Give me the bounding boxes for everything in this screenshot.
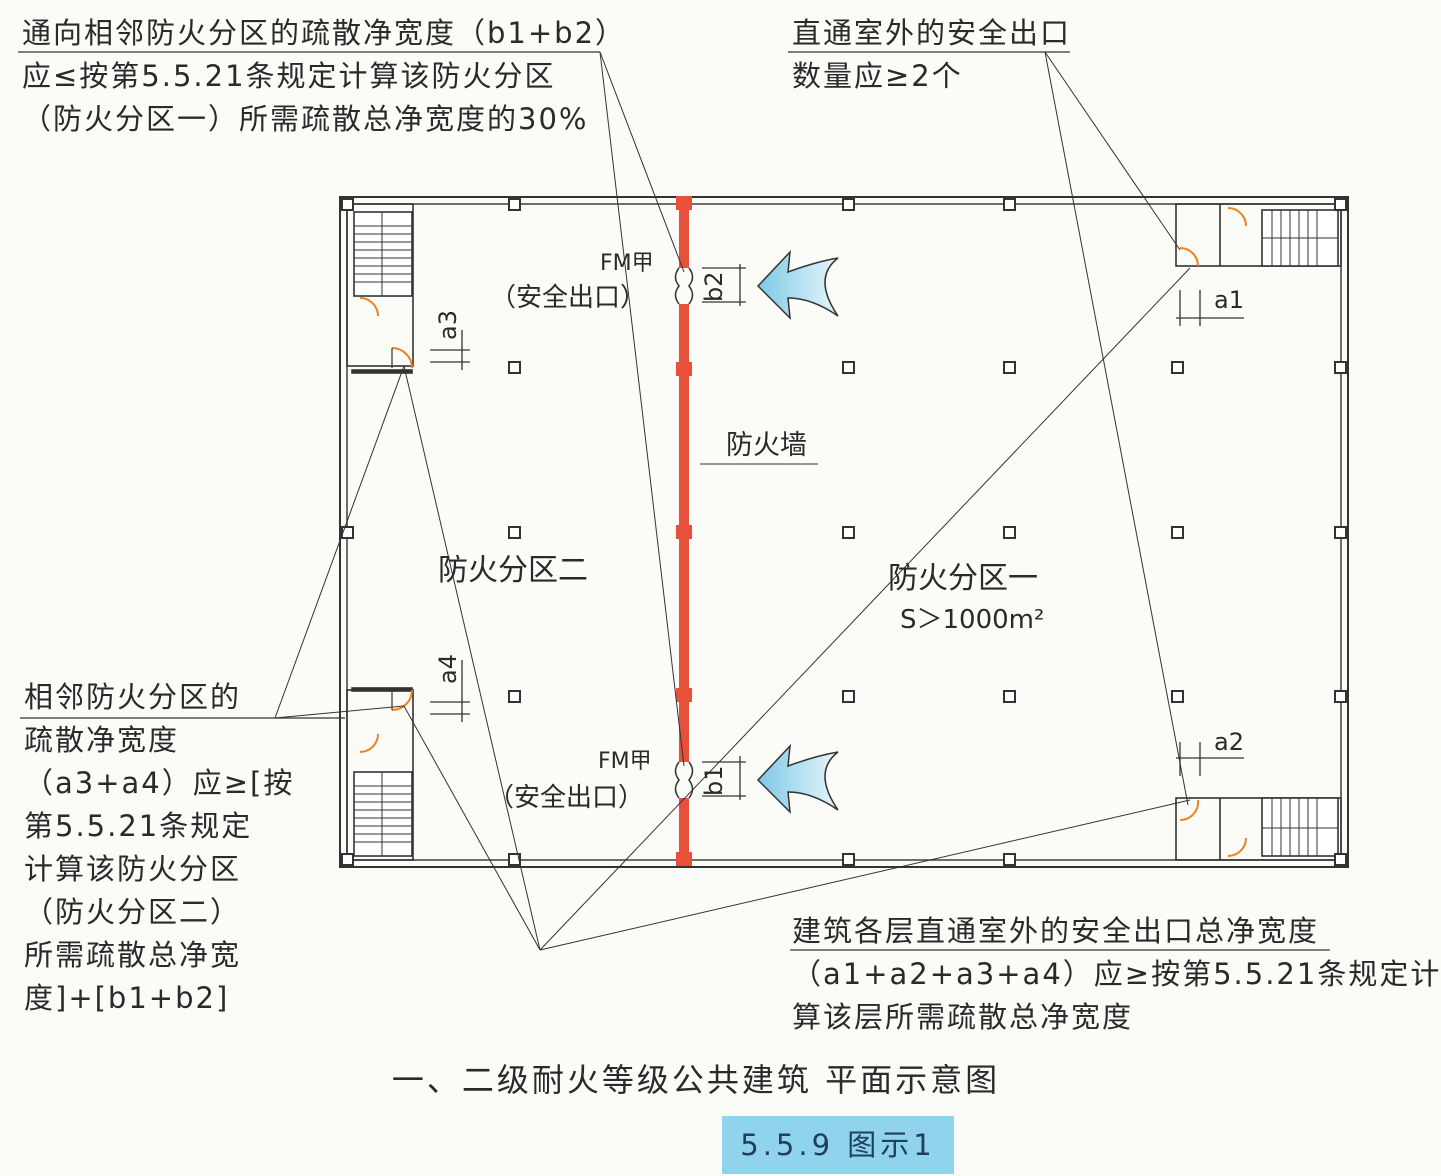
note-top-right-line-2: 数量应≥2个 <box>792 59 963 93</box>
note-bottom-left-line-7: 所需疏散总净宽 <box>24 938 242 972</box>
note-bottom-left-line-8: 度]+[b1+b2] <box>24 981 230 1015</box>
dimension-marks <box>430 264 1244 800</box>
note-top-right: 直通室外的安全出口 数量应≥2个 <box>792 12 1071 98</box>
zone-one-area: S＞1000m² <box>900 605 1044 635</box>
stair-doors <box>359 207 1247 857</box>
note-bottom-left-line-4: 第5.5.21条规定 <box>24 809 253 843</box>
note-top-left-line-1: 通向相邻防火分区的疏散净宽度（b1+b2） <box>22 16 627 50</box>
note-underlines <box>18 51 1330 951</box>
figure-number-badge: 5.5.9 图示1 <box>722 1116 954 1174</box>
columns <box>341 198 1347 866</box>
note-bottom-left: 相邻防火分区的 疏散净宽度 （a3+a4）应≥[按 第5.5.21条规定 计算该… <box>24 676 294 1020</box>
note-top-right-line-1: 直通室外的安全出口 <box>792 16 1072 50</box>
note-bottom-right-line-2: （a1+a2+a3+a4）应≥按第5.5.21条规定计 <box>792 957 1441 991</box>
note-bottom-left-line-6: （防火分区二） <box>24 895 242 929</box>
firewall <box>676 196 692 866</box>
note-bottom-right-line-1: 建筑各层直通室外的安全出口总净宽度 <box>792 914 1320 948</box>
note-top-left-line-2: 应≤按第5.5.21条规定计算该防火分区 <box>22 59 556 93</box>
note-top-left: 通向相邻防火分区的疏散净宽度（b1+b2） 应≤按第5.5.21条规定计算该防火… <box>22 12 626 141</box>
dim-b2: b2 <box>700 271 728 302</box>
diagram-caption: 一、二级耐火等级公共建筑 平面示意图 <box>391 1061 1001 1099</box>
note-bottom-left-line-2: 疏散净宽度 <box>24 723 180 757</box>
note-bottom-right-line-3: 算该层所需疏散总净宽度 <box>792 1000 1134 1034</box>
note-bottom-right: 建筑各层直通室外的安全出口总净宽度 （a1+a2+a3+a4）应≥按第5.5.2… <box>792 910 1441 1039</box>
zone-two-label: 防火分区二 <box>438 553 588 588</box>
note-bottom-left-line-3: （a3+a4）应≥[按 <box>24 766 295 800</box>
door-top-label: （安全出口） <box>490 283 646 313</box>
dim-a1: a1 <box>1214 286 1244 314</box>
dim-b1: b1 <box>700 765 728 796</box>
door-top-code: FM甲 <box>600 251 654 276</box>
firewall-doors <box>674 267 694 799</box>
evacuation-arrow-top <box>756 249 839 321</box>
note-bottom-left-line-1: 相邻防火分区的 <box>24 680 242 714</box>
note-top-left-line-3: （防火分区一）所需疏散总净宽度的30% <box>22 102 589 136</box>
dim-a2: a2 <box>1214 728 1244 756</box>
dim-a3: a3 <box>434 310 462 340</box>
door-bottom-code: FM甲 <box>598 749 652 774</box>
stair-treads <box>354 210 1338 856</box>
floor-plan: FM甲 （安全出口） FM甲 （安全出口） 防火墙 防火分区二 防火分区一 S＞… <box>18 51 1349 951</box>
evacuation-arrow-bottom <box>756 743 839 815</box>
door-bottom-label: （安全出口） <box>488 783 644 813</box>
leader-lines <box>274 51 1191 951</box>
zone-one-label: 防火分区一 <box>888 561 1038 596</box>
note-bottom-left-line-5: 计算该防火分区 <box>24 852 242 886</box>
dim-a4: a4 <box>434 654 462 684</box>
firewall-label: 防火墙 <box>726 430 807 461</box>
